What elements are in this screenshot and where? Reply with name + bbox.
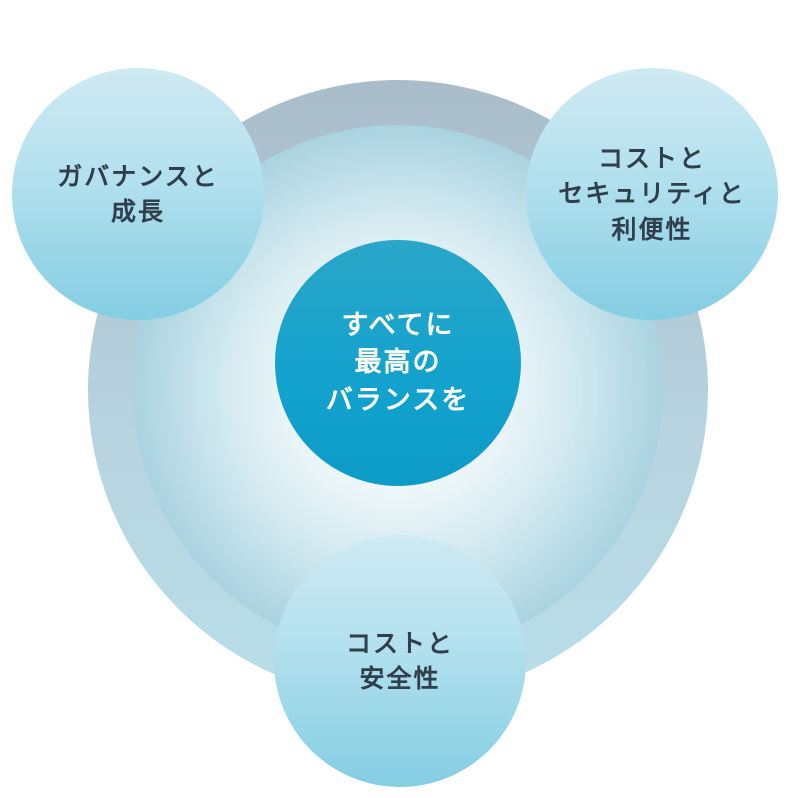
satellite-cost-safety: コストと 安全性: [274, 535, 526, 787]
satellite-cost-safety-label: コストと 安全性: [345, 628, 454, 694]
satellite-governance-growth: ガバナンスと 成長: [12, 68, 264, 320]
satellite-cost-security-convenience-label: コストと セキュリティと 利便性: [558, 143, 746, 244]
center-hub: すべてに 最高の バランスを: [275, 240, 521, 486]
center-hub-label: すべてに 最高の バランスを: [325, 310, 471, 416]
satellite-governance-growth-label: ガバナンスと 成長: [57, 161, 219, 227]
satellite-cost-security-convenience: コストと セキュリティと 利便性: [526, 68, 778, 320]
